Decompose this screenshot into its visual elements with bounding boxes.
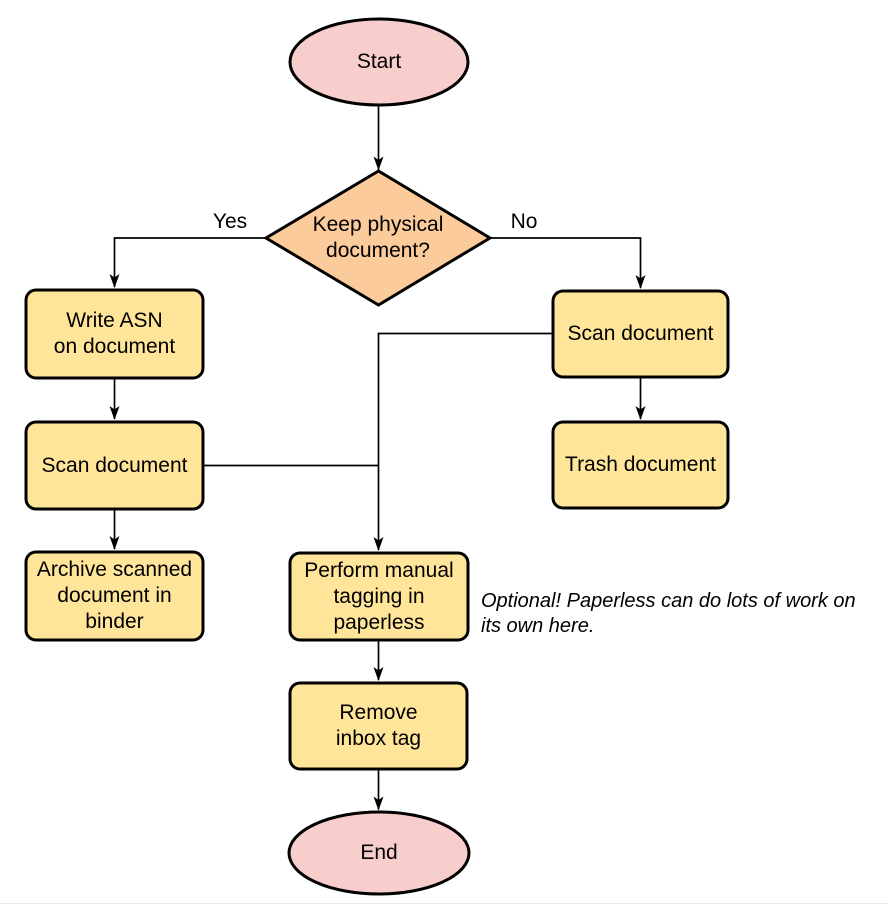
write-asn-box-shape xyxy=(24,288,205,380)
tagging-box-shape xyxy=(288,551,470,642)
edge-decision-yes-to-write-asn xyxy=(109,237,266,288)
trash-box-shape xyxy=(551,420,730,510)
archive-box-shape xyxy=(24,550,205,642)
start-terminator-shape xyxy=(288,17,470,107)
decision-diamond-shape xyxy=(263,169,493,307)
remove-inbox-box-shape xyxy=(288,681,469,771)
edge-scan-right-to-tagging xyxy=(373,332,553,551)
optional-annotation: Optional! Paperless can do lots of work … xyxy=(481,590,856,637)
end-terminator-shape xyxy=(287,810,471,896)
scan-right-box-shape xyxy=(551,289,730,379)
edge-decision-no-to-scan-right xyxy=(490,237,646,289)
scan-left-box-shape xyxy=(24,420,205,511)
bottom-divider xyxy=(0,903,888,904)
